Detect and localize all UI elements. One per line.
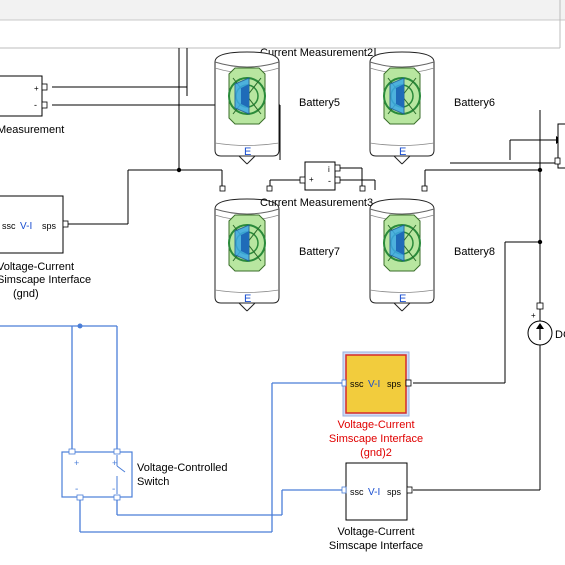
battery5-block[interactable]: E bbox=[214, 51, 280, 165]
port-minus-label: - bbox=[34, 100, 37, 110]
dc-current-source[interactable]: + DC bbox=[527, 290, 565, 346]
vi-label: V-I bbox=[368, 379, 380, 390]
vi-gnd-label-line3: (gnd) bbox=[13, 288, 39, 300]
vi-bottom-label-line1: Voltage-Current bbox=[337, 526, 414, 538]
ssc-label: ssc bbox=[2, 221, 16, 231]
battery6-label: Battery6 bbox=[454, 97, 495, 109]
voltage-controlled-switch[interactable]: + - + - bbox=[61, 448, 133, 501]
battery-glyph: E bbox=[244, 293, 251, 305]
current-measurement2-label: Current Measurement2 bbox=[260, 47, 373, 59]
battery6-block[interactable]: E bbox=[369, 51, 435, 165]
vi-gnd-label-line1: Voltage-Current bbox=[0, 261, 74, 273]
battery8-block[interactable]: E bbox=[369, 198, 435, 312]
vi-gnd2-label-line1: Voltage-Current bbox=[337, 419, 414, 431]
switch-label-line2: Switch bbox=[137, 476, 169, 488]
current-measurement3-block[interactable]: + i - bbox=[299, 161, 341, 191]
physical-lines bbox=[0, 325, 346, 533]
dc-source-label: DC bbox=[555, 329, 565, 341]
vi-label: V-I bbox=[368, 487, 380, 498]
switch-port-minus-2: - bbox=[112, 484, 115, 495]
battery7-label: Battery7 bbox=[299, 246, 340, 258]
plus-label: + bbox=[531, 311, 536, 320]
toolbar-strip bbox=[0, 0, 565, 20]
vi-interface-bottom[interactable]: ssc V-I sps bbox=[341, 462, 413, 521]
battery-ports bbox=[219, 185, 428, 192]
switch-port-minus: - bbox=[75, 484, 78, 495]
sps-label: sps bbox=[387, 487, 402, 497]
voltage-measurement-label: Measurement bbox=[0, 124, 64, 136]
vi-interface-gnd2-selected[interactable]: ssc V-I sps bbox=[341, 351, 412, 417]
port-plus-label: + bbox=[34, 84, 39, 93]
battery7-block[interactable]: E bbox=[214, 198, 280, 312]
vi-label: V-I bbox=[20, 221, 32, 232]
switch-label-line1: Voltage-Controlled bbox=[137, 462, 228, 474]
battery8-label: Battery8 bbox=[454, 246, 495, 258]
port-i-label: i bbox=[328, 165, 330, 174]
port-minus-label: - bbox=[328, 176, 331, 186]
ssc-label: ssc bbox=[350, 487, 364, 497]
ssc-label: ssc bbox=[350, 379, 364, 389]
vi-gnd2-label-line3: (gnd)2 bbox=[360, 447, 392, 459]
vi-gnd-label-line2: Simscape Interface bbox=[0, 274, 91, 286]
battery5-label: Battery5 bbox=[299, 97, 340, 109]
output-block-right[interactable] bbox=[554, 123, 565, 169]
sps-label: sps bbox=[387, 379, 402, 389]
vi-gnd2-label-line2: Simscape Interface bbox=[329, 433, 423, 445]
voltage-measurement-block[interactable]: + - bbox=[0, 75, 48, 117]
battery-glyph: E bbox=[399, 293, 406, 305]
vi-bottom-label-line2: Simscape Interface bbox=[329, 540, 423, 552]
vi-interface-gnd[interactable]: ssc V-I sps bbox=[0, 195, 69, 254]
switch-port-plus: + bbox=[74, 458, 79, 468]
switch-port-plus-2: + bbox=[112, 458, 117, 468]
battery-glyph: E bbox=[399, 146, 406, 158]
battery-glyph: E bbox=[244, 146, 251, 158]
signal-lines bbox=[52, 48, 558, 491]
sps-label: sps bbox=[42, 221, 57, 231]
current-measurement3-label: Current Measurement3 bbox=[260, 197, 373, 209]
port-plus-label: + bbox=[309, 175, 314, 184]
